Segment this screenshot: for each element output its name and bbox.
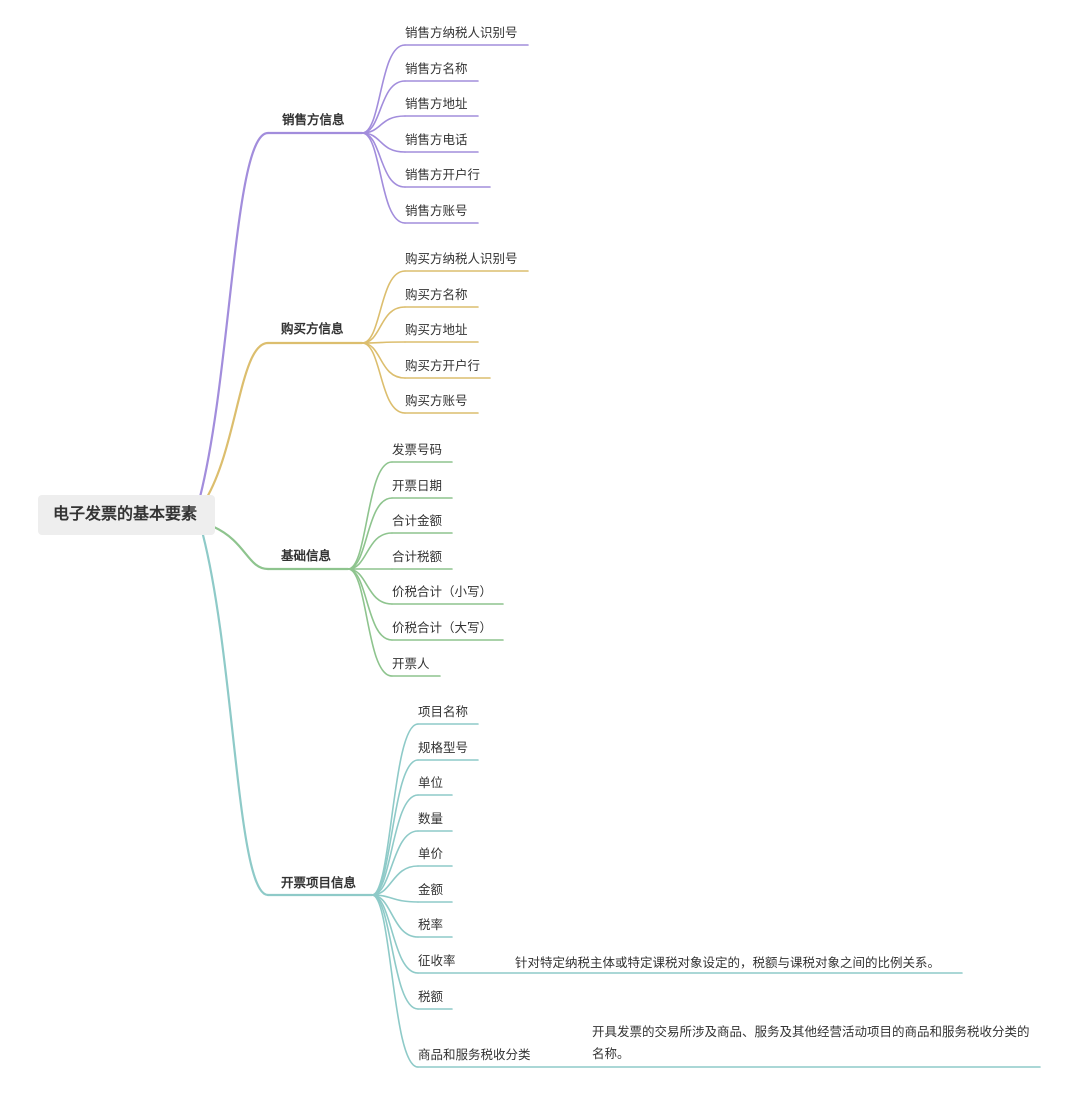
leaf-label-3-3: 数量: [418, 811, 444, 826]
leaf-connector-1-1: [361, 306, 406, 344]
leaf-label-2-1: 开票日期: [392, 478, 443, 493]
leaf-label-1-4: 购买方账号: [405, 393, 468, 408]
leaf-connector-3-1: [371, 759, 419, 896]
leaf-connector-3-9: [371, 894, 419, 1068]
leaf-label-3-8: 税额: [418, 989, 444, 1004]
leaf-connector-0-2: [361, 115, 406, 134]
leaf-label-3-6: 税率: [418, 917, 444, 932]
leaf-label-2-4: 价税合计（小写）: [392, 584, 493, 599]
leaf-label-3-1: 规格型号: [418, 740, 469, 755]
branch-label-1: 购买方信息: [281, 321, 344, 336]
leaf-label-1-0: 购买方纳税人识别号: [405, 251, 518, 266]
branch-label-0: 销售方信息: [282, 112, 345, 127]
branch-label-3: 开票项目信息: [281, 875, 357, 890]
leaf-label-2-0: 发票号码: [392, 442, 443, 457]
leaf-connector-0-5: [361, 132, 406, 224]
branch-label-2: 基础信息: [281, 548, 332, 563]
leaf-label-1-3: 购买方开户行: [405, 358, 481, 373]
leaf-label-2-5: 价税合计（大写）: [392, 620, 493, 635]
leaf-connector-1-0: [361, 270, 406, 344]
leaf-label-0-0: 销售方纳税人识别号: [405, 25, 518, 40]
leaf-connector-3-2: [371, 794, 419, 896]
branch-connector-1: [204, 341, 270, 501]
leaf-label-1-2: 购买方地址: [405, 322, 468, 337]
leaf-connector-2-2: [347, 532, 393, 570]
leaf-connector-3-6: [371, 894, 419, 938]
leaf-connector-3-3: [371, 830, 419, 896]
leaf-label-3-7: 征收率: [418, 953, 456, 968]
leaf-connector-2-0: [347, 461, 393, 570]
leaf-label-0-3: 销售方电话: [405, 132, 468, 147]
leaf-label-2-6: 开票人: [392, 656, 430, 671]
leaf-connector-1-3: [361, 342, 406, 379]
leaf-connector-2-4: [347, 568, 393, 605]
leaf-label-0-1: 销售方名称: [405, 61, 468, 76]
leaf-label-0-2: 销售方地址: [405, 96, 468, 111]
leaf-connector-2-1: [347, 497, 393, 570]
branch-connector-3: [201, 533, 270, 897]
leaf-connector-3-8: [371, 894, 419, 1010]
leaf-connector-0-1: [361, 80, 406, 134]
leaf-label-3-2: 单位: [418, 775, 444, 790]
root-node[interactable]: [38, 495, 215, 535]
leaf-label-3-0: 项目名称: [418, 704, 469, 719]
leaf-label-1-1: 购买方名称: [405, 287, 468, 302]
leaf-connector-1-4: [361, 342, 406, 414]
branch-connector-2: [212, 525, 270, 571]
leaf-connector-3-4: [371, 865, 419, 896]
branch-connector-0: [198, 131, 270, 499]
leaf-label-0-5: 销售方账号: [405, 203, 468, 218]
leaf-connector-3-0: [371, 723, 419, 896]
leaf-note-3-7: 针对特定纳税主体或特定课税对象设定的，税额与课税对象之间的比例关系。: [515, 955, 941, 970]
leaf-connector-0-0: [361, 44, 406, 134]
leaf-label-2-3: 合计税额: [392, 549, 443, 564]
leaf-connector-2-6: [347, 568, 393, 677]
leaf-label-3-5: 金额: [418, 882, 444, 897]
leaf-label-3-4: 单价: [418, 846, 444, 861]
leaf-label-2-2: 合计金额: [392, 513, 443, 528]
leaf-label-0-4: 销售方开户行: [405, 167, 481, 182]
leaf-label-3-9: 商品和服务税收分类: [418, 1047, 531, 1062]
leaf-note-3-9: 开具发票的交易所涉及商品、服务及其他经营活动项目的商品和服务税收分类的名称。: [592, 1024, 1030, 1061]
root-node-label: 电子发票的基本要素: [53, 504, 198, 523]
